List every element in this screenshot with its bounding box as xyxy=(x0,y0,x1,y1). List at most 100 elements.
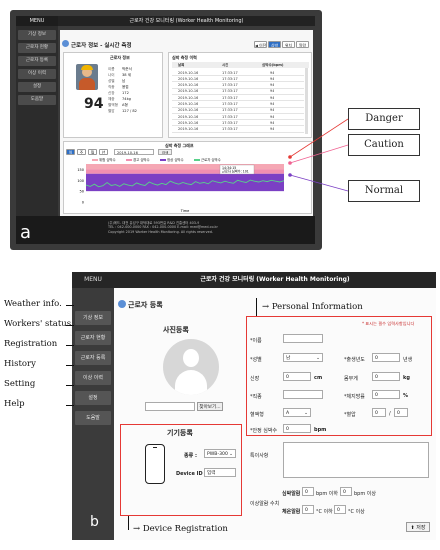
device-id-input[interactable]: 입력 xyxy=(204,468,236,477)
a-top-button[interactable]: 위치 xyxy=(282,41,295,48)
bp-diastolic-input[interactable]: 0 xyxy=(394,408,408,417)
history-cell: 2019-10-16 xyxy=(178,108,199,113)
save-button[interactable]: ⬆ 저장 xyxy=(406,522,430,532)
birth-year-input[interactable]: 0 xyxy=(372,353,400,362)
table-row xyxy=(172,70,304,76)
graph-tab[interactable]: 월 xyxy=(88,149,97,155)
panel-a-letter: a xyxy=(20,222,32,243)
graph-tab[interactable]: 주 xyxy=(77,149,86,155)
worker-field-value: 38 세 xyxy=(122,73,132,77)
height-label: 신장 xyxy=(250,376,260,382)
legend-swatch xyxy=(126,158,132,161)
y-tick-label: 100 xyxy=(77,179,84,183)
device-annotation: → Device Registration xyxy=(133,524,228,534)
worker-card-title: 근로자 정보 xyxy=(110,55,130,60)
history-cell: 17:33:17 xyxy=(222,83,238,88)
name-input[interactable] xyxy=(283,334,323,343)
b-sidebar-item[interactable]: 설정 xyxy=(75,391,111,405)
temp-low-input[interactable]: 0 xyxy=(302,505,314,514)
a-top-button[interactable]: ◀ 이전 xyxy=(254,41,267,48)
worker-field-label: 혈압 xyxy=(108,109,115,113)
history-cell: 17:33:17 xyxy=(222,108,238,113)
table-row xyxy=(172,120,304,127)
temp-high-input[interactable]: 0 xyxy=(334,505,346,514)
gender-select[interactable]: 남 ⌄ xyxy=(283,353,323,362)
hr-high-input[interactable]: 0 xyxy=(340,487,352,496)
b-sidebar-item[interactable]: 이상 이력 xyxy=(75,371,111,385)
hr-low-input[interactable]: 0 xyxy=(302,487,314,496)
a-sidebar-item[interactable]: 기상 정보 xyxy=(18,30,56,40)
a-sidebar-item[interactable]: 도움말 xyxy=(18,95,56,105)
a-top-title: 근로자 건강 모니터링 (Worker Health Monitoring) xyxy=(58,16,315,26)
graph-search-button[interactable]: 검색 xyxy=(158,149,172,155)
history-cell: 17:33:17 xyxy=(222,127,238,132)
bp-separator: / xyxy=(389,411,391,417)
history-cell: 17:33:17 xyxy=(222,120,238,125)
tooltip-text: 근로자 심박수: 101 xyxy=(222,169,249,174)
birth-year-label: *출생년도 xyxy=(344,357,365,363)
a-top-button[interactable]: 알람 xyxy=(296,41,309,48)
history-cell: 94 xyxy=(270,120,275,125)
history-scrollbar[interactable] xyxy=(305,68,308,134)
graph-tab[interactable]: 일 xyxy=(66,149,75,155)
device-title: 기기등록 xyxy=(167,429,193,437)
a-top-button[interactable]: 심박 xyxy=(268,41,281,48)
y-tick-label: 50 xyxy=(80,190,84,194)
browse-button[interactable]: 찾아보기... xyxy=(197,402,223,411)
alarm-label: 이상알람 수치 xyxy=(250,501,280,507)
worker-field-value: 용접 xyxy=(122,85,129,89)
y-tick-label: 150 xyxy=(77,168,84,172)
footer-line: TEL : 042-000-0000 FAX : 042-000-0000 E-… xyxy=(108,225,218,229)
history-cell: 2019-10-16 xyxy=(178,120,199,125)
blood-select[interactable]: A ⌄ xyxy=(283,408,311,417)
normal-callout: Normal xyxy=(348,180,420,202)
phone-icon xyxy=(145,444,165,484)
history-cell: 94 xyxy=(270,108,275,113)
a-sidebar-item[interactable]: 설정 xyxy=(18,82,56,92)
personal-info-annotation: → Personal Information xyxy=(262,302,363,312)
photo-placeholder-icon[interactable] xyxy=(163,339,219,395)
photo-path-input[interactable] xyxy=(145,402,195,411)
history-cell: 2019-10-16 xyxy=(178,102,199,106)
save-icon: ⬆ xyxy=(410,525,415,531)
sidebar-annotation: Weather info. xyxy=(4,299,62,309)
hr-high-unit: bpm 이상 xyxy=(354,491,377,497)
history-header-cell: 심박수(bpm) xyxy=(262,63,284,67)
stable-hr-label: *안정 심박수 xyxy=(250,428,278,434)
bp-label: *혈압 xyxy=(344,412,356,418)
b-sidebar-item[interactable]: 도움말 xyxy=(75,411,111,425)
temp-low-unit: °C 이하 xyxy=(316,509,333,515)
height-input[interactable]: 0 xyxy=(283,372,311,381)
bp-systolic-input[interactable]: 0 xyxy=(372,408,386,417)
annotation-arrow xyxy=(66,345,74,346)
notes-textarea[interactable] xyxy=(283,442,429,478)
b-sidebar-item[interactable]: 근로자 등록 xyxy=(75,351,111,365)
graph-tab[interactable]: 년 xyxy=(99,149,108,155)
weight-unit: kg xyxy=(403,375,410,381)
history-cell: 2019-10-16 xyxy=(178,89,199,94)
panel-b-letter: b xyxy=(90,514,99,530)
a-sidebar-item[interactable]: 이상 이력 xyxy=(18,69,56,79)
history-cell: 94 xyxy=(270,89,275,94)
legend-label: 근로자 심박수 xyxy=(201,158,221,162)
device-type-select[interactable]: PWB-300 ⌄ xyxy=(204,449,236,458)
history-header-cell: 시간 xyxy=(222,63,229,67)
worker-hr-line xyxy=(85,179,285,188)
b-sidebar-item[interactable]: 기상 정보 xyxy=(75,311,111,325)
worker-field-label: 직종 xyxy=(108,85,115,89)
footer-line: (주)메드. 대전 유성구 대덕대로 593번길 R&D 진흥센터 403-9 xyxy=(108,221,200,225)
b-sidebar-item[interactable]: 근로자 현황 xyxy=(75,331,111,345)
worker-field-value: A형 xyxy=(122,103,128,107)
x-axis-label: Time xyxy=(180,209,190,213)
stable-hr-input[interactable]: 0 xyxy=(283,424,311,433)
job-input[interactable] xyxy=(283,390,323,399)
b-menu-header: MENU xyxy=(72,272,114,288)
a-sidebar-item[interactable]: 근로자 등록 xyxy=(18,56,56,66)
graph-date-input[interactable]: 2019-10-16 xyxy=(114,149,154,155)
bodyfat-input[interactable]: 0 xyxy=(372,390,400,399)
history-cell: 17:33:17 xyxy=(222,102,238,106)
annotation-arrow xyxy=(66,405,74,406)
weight-input[interactable]: 0 xyxy=(372,372,400,381)
legend-swatch xyxy=(92,158,98,161)
a-sidebar-item[interactable]: 근로자 현황 xyxy=(18,43,56,53)
